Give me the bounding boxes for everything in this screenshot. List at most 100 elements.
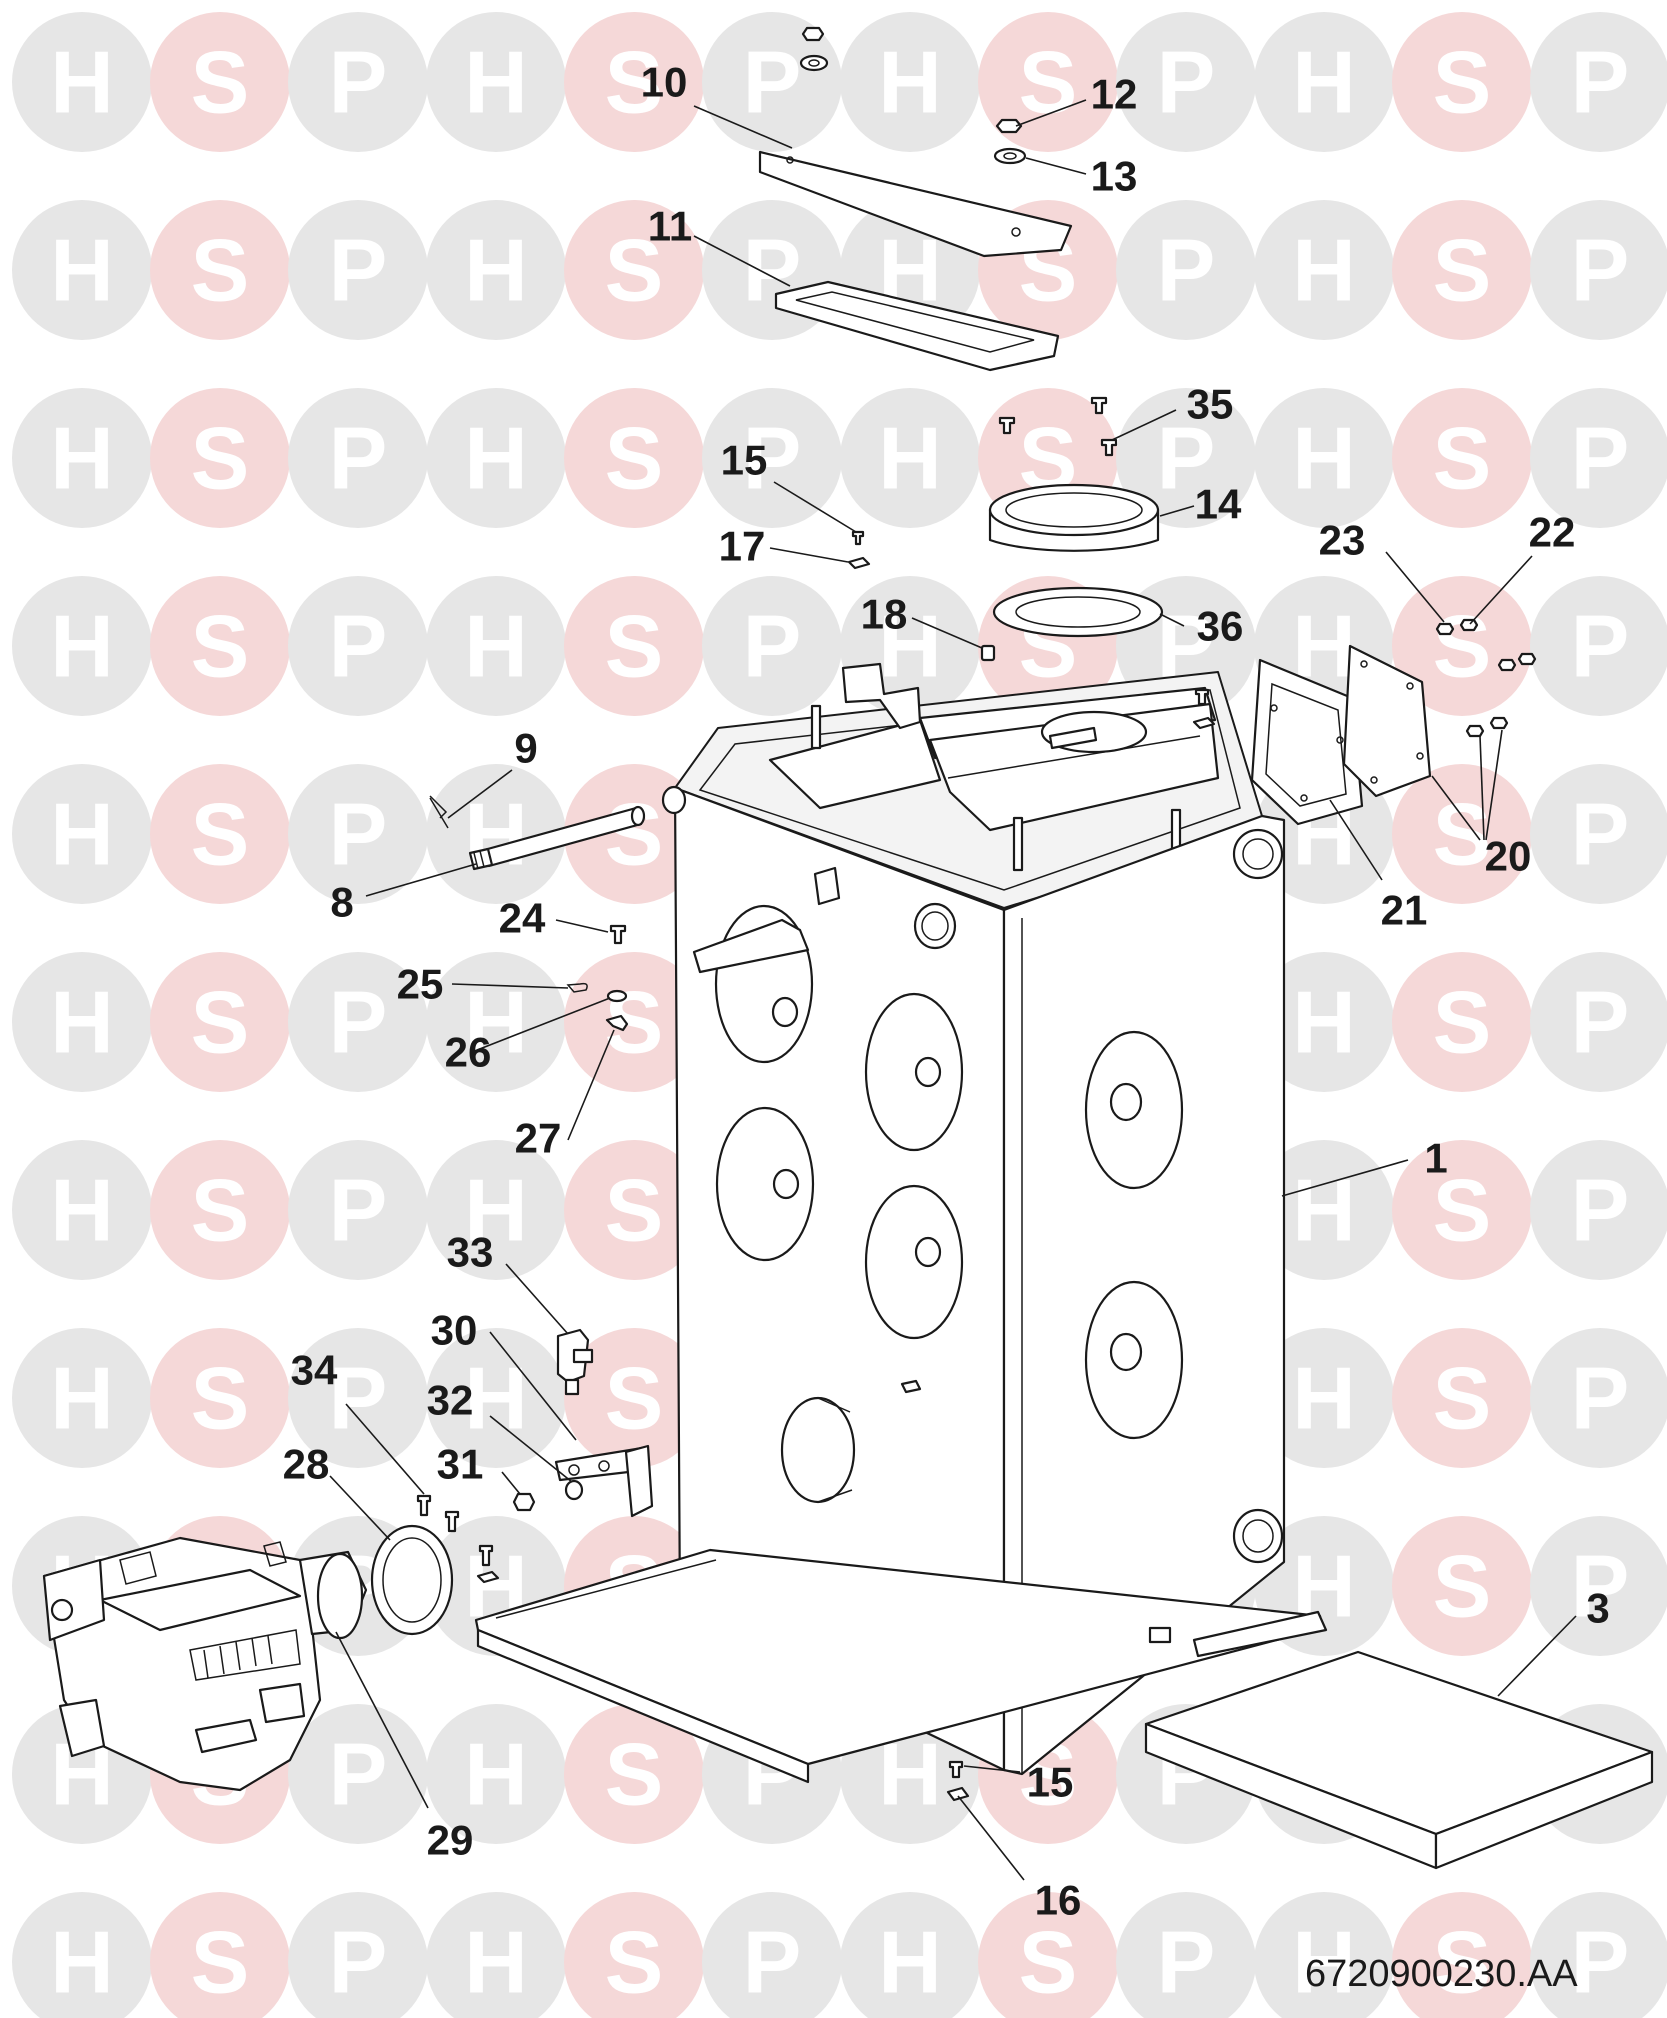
watermark-circle (1530, 1140, 1667, 1280)
watermark-letter: P (1571, 1161, 1630, 1260)
callout-12: 12 (1091, 71, 1138, 118)
callout-8: 8 (330, 879, 353, 926)
watermark-letter: S (191, 1161, 250, 1260)
leader-31 (501, 1471, 521, 1495)
watermark-circle (12, 1140, 152, 1280)
callout-17: 17 (719, 523, 766, 570)
watermark-letter: P (1157, 221, 1216, 320)
watermark-circle (426, 1328, 566, 1468)
part-31-nut (512, 1492, 536, 1512)
drawing-number: 6720900230.AA (1305, 1953, 1578, 1995)
part-17-clip (847, 556, 871, 570)
watermark-letter: H (1292, 221, 1356, 320)
watermark-letter: H (50, 1349, 114, 1448)
watermark-letter: H (878, 33, 942, 132)
watermark-circle (564, 1892, 704, 2018)
callout-23: 23 (1319, 517, 1366, 564)
watermark-circle (564, 200, 704, 340)
watermark-circle (288, 1892, 428, 2018)
watermark-circle (1392, 1516, 1532, 1656)
watermark-circle (1392, 388, 1532, 528)
callout-1: 1 (1424, 1135, 1447, 1182)
watermark-circle (564, 388, 704, 528)
watermark-letter: P (329, 221, 388, 320)
watermark-letter: P (329, 409, 388, 508)
watermark-circle (288, 764, 428, 904)
watermark-letter: H (50, 1913, 114, 2012)
watermark-letter: H (1292, 409, 1356, 508)
watermark-circle (1530, 576, 1667, 716)
watermark-circle (150, 12, 290, 152)
watermark-letter: H (1292, 1161, 1356, 1260)
watermark-letter: H (1292, 973, 1356, 1072)
part-27-bracket (605, 1014, 629, 1032)
watermark-circle (1530, 200, 1667, 340)
watermark-letter: P (1571, 33, 1630, 132)
watermark-letter: H (464, 1725, 528, 1824)
part-30-bracket (554, 1444, 654, 1518)
watermark-circle (150, 952, 290, 1092)
callout-22: 22 (1529, 509, 1576, 556)
watermark-letter: H (878, 1913, 942, 2012)
watermark-letter: S (1433, 597, 1492, 696)
watermark-letter: S (191, 785, 250, 884)
part-14-flue-spigot (988, 483, 1160, 552)
watermark-circle (288, 1704, 428, 1844)
watermark-letter: P (1157, 409, 1216, 508)
watermark-circle (426, 1704, 566, 1844)
part-35-screws (998, 396, 1118, 457)
leader-30 (489, 1331, 577, 1441)
watermark-letter: S (1433, 973, 1492, 1072)
part-36-flue-gasket (992, 586, 1164, 638)
callout-32: 32 (427, 1377, 474, 1424)
watermark-letter: P (743, 597, 802, 696)
watermark-circle (1392, 200, 1532, 340)
watermark-letter: P (1157, 1913, 1216, 2012)
watermark-circle (12, 200, 152, 340)
watermark-circle (978, 12, 1118, 152)
callout-13: 13 (1091, 153, 1138, 200)
watermark-letter: P (1571, 1913, 1630, 2012)
watermark-circle (1530, 1892, 1667, 2018)
leader-27 (567, 1029, 615, 1141)
leader-14 (1159, 505, 1195, 517)
leader-25 (451, 983, 569, 989)
watermark-letter: H (464, 597, 528, 696)
watermark-letter: P (1571, 1349, 1630, 1448)
watermark-circle (1392, 1328, 1532, 1468)
watermark-circle (1392, 952, 1532, 1092)
watermark-circle (288, 200, 428, 340)
watermark-letter: P (1571, 973, 1630, 1072)
watermark-letter: S (605, 221, 664, 320)
watermark-circle (150, 200, 290, 340)
watermark-circle (150, 764, 290, 904)
watermark-letter: H (464, 1913, 528, 2012)
watermark-letter: S (191, 409, 250, 508)
watermark-letter: S (191, 1913, 250, 2012)
watermark-letter: S (1433, 1161, 1492, 1260)
watermark-circle (1254, 1328, 1394, 1468)
callout-35: 35 (1187, 381, 1234, 428)
watermark-circle (12, 388, 152, 528)
watermark-letter: S (605, 33, 664, 132)
watermark-circle (1254, 388, 1394, 528)
watermark-letter: P (1571, 221, 1630, 320)
part-33-drain-valve (556, 1328, 594, 1396)
watermark-letter: H (50, 33, 114, 132)
watermark-circle (288, 1140, 428, 1280)
callout-26: 26 (445, 1029, 492, 1076)
watermark-circle (288, 12, 428, 152)
leader-21 (1329, 799, 1383, 881)
watermark-circle (150, 388, 290, 528)
watermark-letter: P (1571, 785, 1630, 884)
part-16-clip (946, 1786, 970, 1802)
callout-24: 24 (499, 895, 546, 942)
callout-10: 10 (641, 59, 688, 106)
callout-36: 36 (1197, 603, 1244, 650)
callout-30: 30 (431, 1307, 478, 1354)
watermark-letter: H (878, 597, 942, 696)
callout-33: 33 (447, 1229, 494, 1276)
watermark-letter: S (1433, 1913, 1492, 2012)
watermark-circle (12, 764, 152, 904)
